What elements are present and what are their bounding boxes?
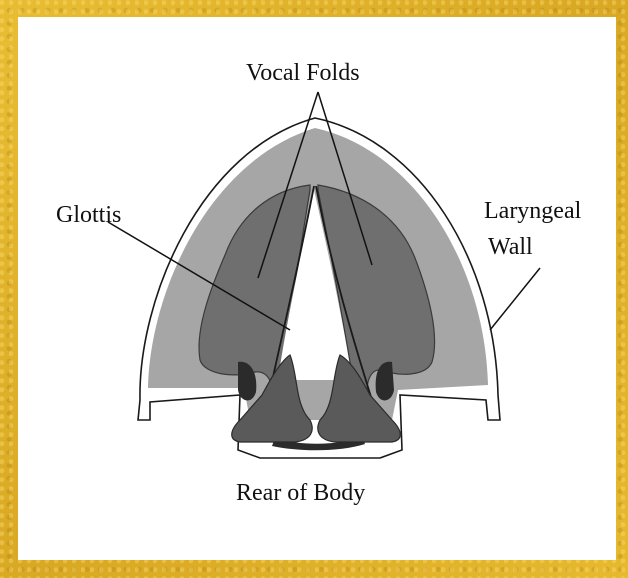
glottis-label: Glottis [56, 202, 121, 228]
vocal-folds-label: Vocal Folds [246, 60, 360, 86]
rear-of-body-label: Rear of Body [236, 480, 365, 506]
laryngeal-wall-label-line1: Laryngeal [484, 198, 582, 224]
laryngeal-wall-pointer [490, 268, 540, 330]
laryngeal-wall-label-line2: Wall [488, 234, 533, 260]
